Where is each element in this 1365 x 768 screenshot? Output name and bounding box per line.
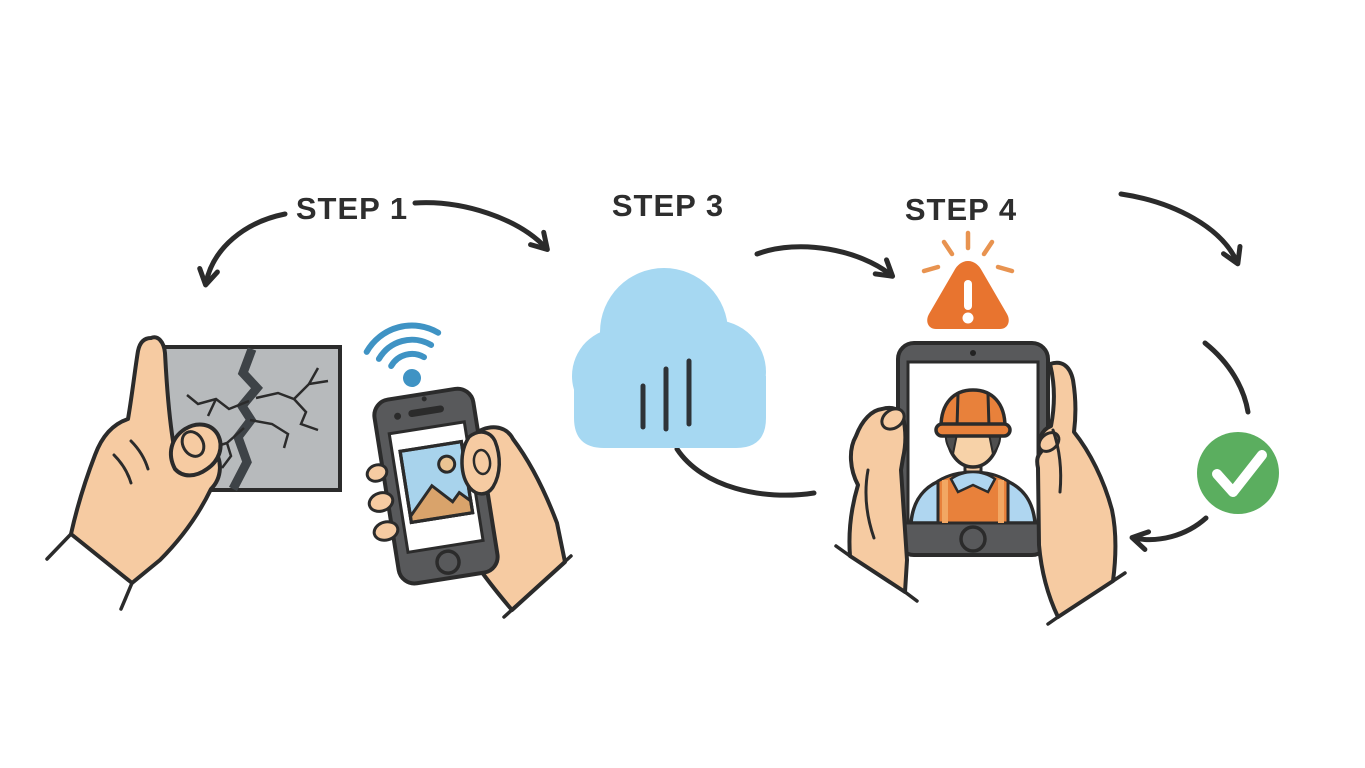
fingertips [365, 463, 400, 542]
thumbnail [880, 407, 906, 431]
smartphone-in-hand-illustration [365, 386, 573, 619]
checkmark-icon [1197, 432, 1279, 514]
cuff-lines [834, 544, 919, 603]
warning-icon [921, 230, 1015, 329]
worker-avatar [909, 388, 1037, 523]
arrow-cloud-to-warning [754, 244, 896, 279]
arrow-check-to-tablet [1129, 515, 1209, 552]
speaker [408, 405, 444, 417]
hand-left-icon [45, 335, 223, 611]
step-3-label: STEP 3 [612, 188, 724, 223]
cuff-line [502, 554, 573, 619]
thumbnail [180, 430, 206, 458]
cuff-lines [1046, 571, 1127, 626]
cuff-lines [45, 532, 134, 611]
hand-tablet-right [1035, 360, 1127, 626]
arc-under-cloud [674, 446, 817, 498]
crack-branches [186, 367, 329, 469]
hand-tablet-left [834, 405, 919, 603]
tablet-in-hands-illustration [834, 341, 1127, 626]
photo-icon [398, 439, 475, 525]
hat-brim [934, 422, 1012, 438]
thumbnail [472, 448, 492, 476]
home-button [435, 549, 461, 575]
cracked-panel-illustration [45, 335, 342, 611]
arrow-step1-to-step3 [412, 200, 550, 252]
arrow-step4-to-check [1118, 191, 1243, 267]
arrow-step1-to-panel [197, 211, 288, 288]
tablet-home-button [959, 525, 987, 553]
collar [949, 470, 997, 494]
alert-rays [921, 230, 1015, 274]
upload-lines [640, 358, 692, 432]
step-1-label: STEP 1 [296, 191, 408, 226]
cloud-upload-icon [572, 268, 766, 448]
front-camera [394, 412, 402, 420]
tablet-camera [970, 350, 976, 356]
step-4-label: STEP 4 [905, 192, 1017, 227]
arc-right-segment [1202, 340, 1251, 415]
crack-main [229, 347, 263, 492]
wifi-icon [363, 322, 442, 387]
